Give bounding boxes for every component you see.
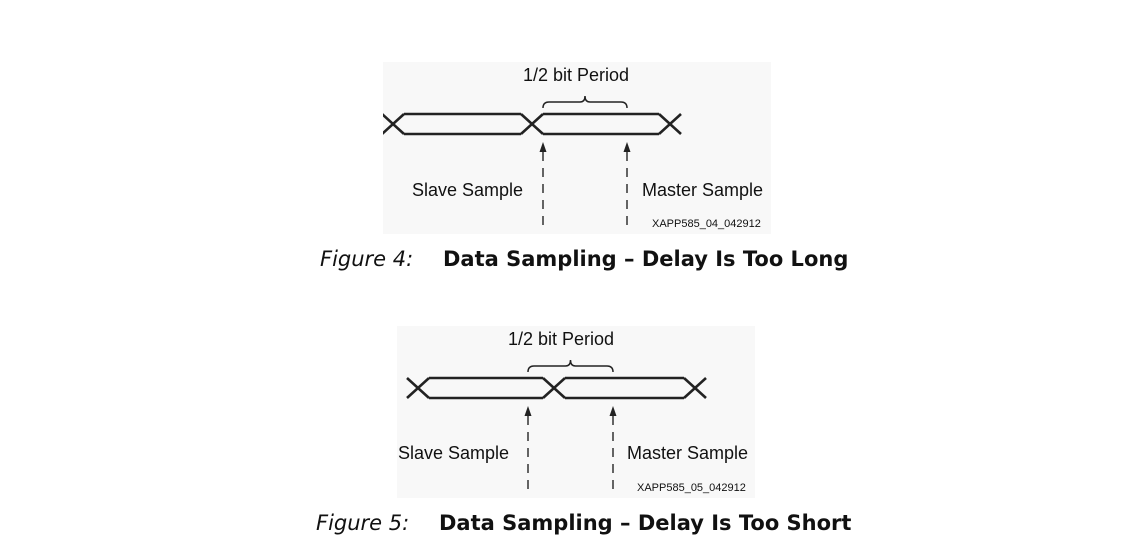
caption-title: Data Sampling – Delay Is Too Long xyxy=(443,247,849,271)
crossing-x xyxy=(683,377,707,399)
sample-arrowhead-icon xyxy=(524,406,532,416)
slave-sample-label: Slave Sample xyxy=(398,443,510,463)
crossing-x xyxy=(383,113,405,135)
master-sample-label: Master Sample xyxy=(627,443,749,463)
figure-code: XAPP585_04_042912 xyxy=(652,218,761,230)
caption-title: Data Sampling – Delay Is Too Short xyxy=(439,511,852,535)
waveform-svg xyxy=(406,359,707,491)
master-sample-label: Master Sample xyxy=(642,180,764,200)
caption-number: Figure 4: xyxy=(320,247,414,271)
figure-code: XAPP585_05_042912 xyxy=(637,482,746,494)
period-brace xyxy=(542,95,628,109)
period-brace xyxy=(527,359,614,373)
crossing-x xyxy=(658,113,682,135)
crossing-x xyxy=(542,377,566,399)
slave-sample-label: Slave Sample xyxy=(412,180,524,200)
figure-4-caption: Figure 4: Data Sampling – Delay Is Too Lo… xyxy=(320,247,848,271)
timing-diagram-figure-5: 1/2 bit Period Slave Sample Master Sampl… xyxy=(397,326,755,498)
crossing-x xyxy=(406,377,430,399)
waveform-svg xyxy=(383,95,682,227)
figure-5-caption: Figure 5: Data Sampling – Delay Is Too Sh… xyxy=(316,511,851,535)
caption-number: Figure 5: xyxy=(316,511,410,535)
sample-arrowhead-icon xyxy=(623,142,631,152)
sample-arrowhead-icon xyxy=(539,142,547,152)
crossing-x xyxy=(520,113,544,135)
period-label: 1/2 bit Period xyxy=(508,329,615,349)
period-label: 1/2 bit Period xyxy=(523,65,630,85)
sample-arrowhead-icon xyxy=(609,406,617,416)
timing-diagram-figure-4: 1/2 bit Period Slave Sample Master Sampl… xyxy=(383,62,771,234)
